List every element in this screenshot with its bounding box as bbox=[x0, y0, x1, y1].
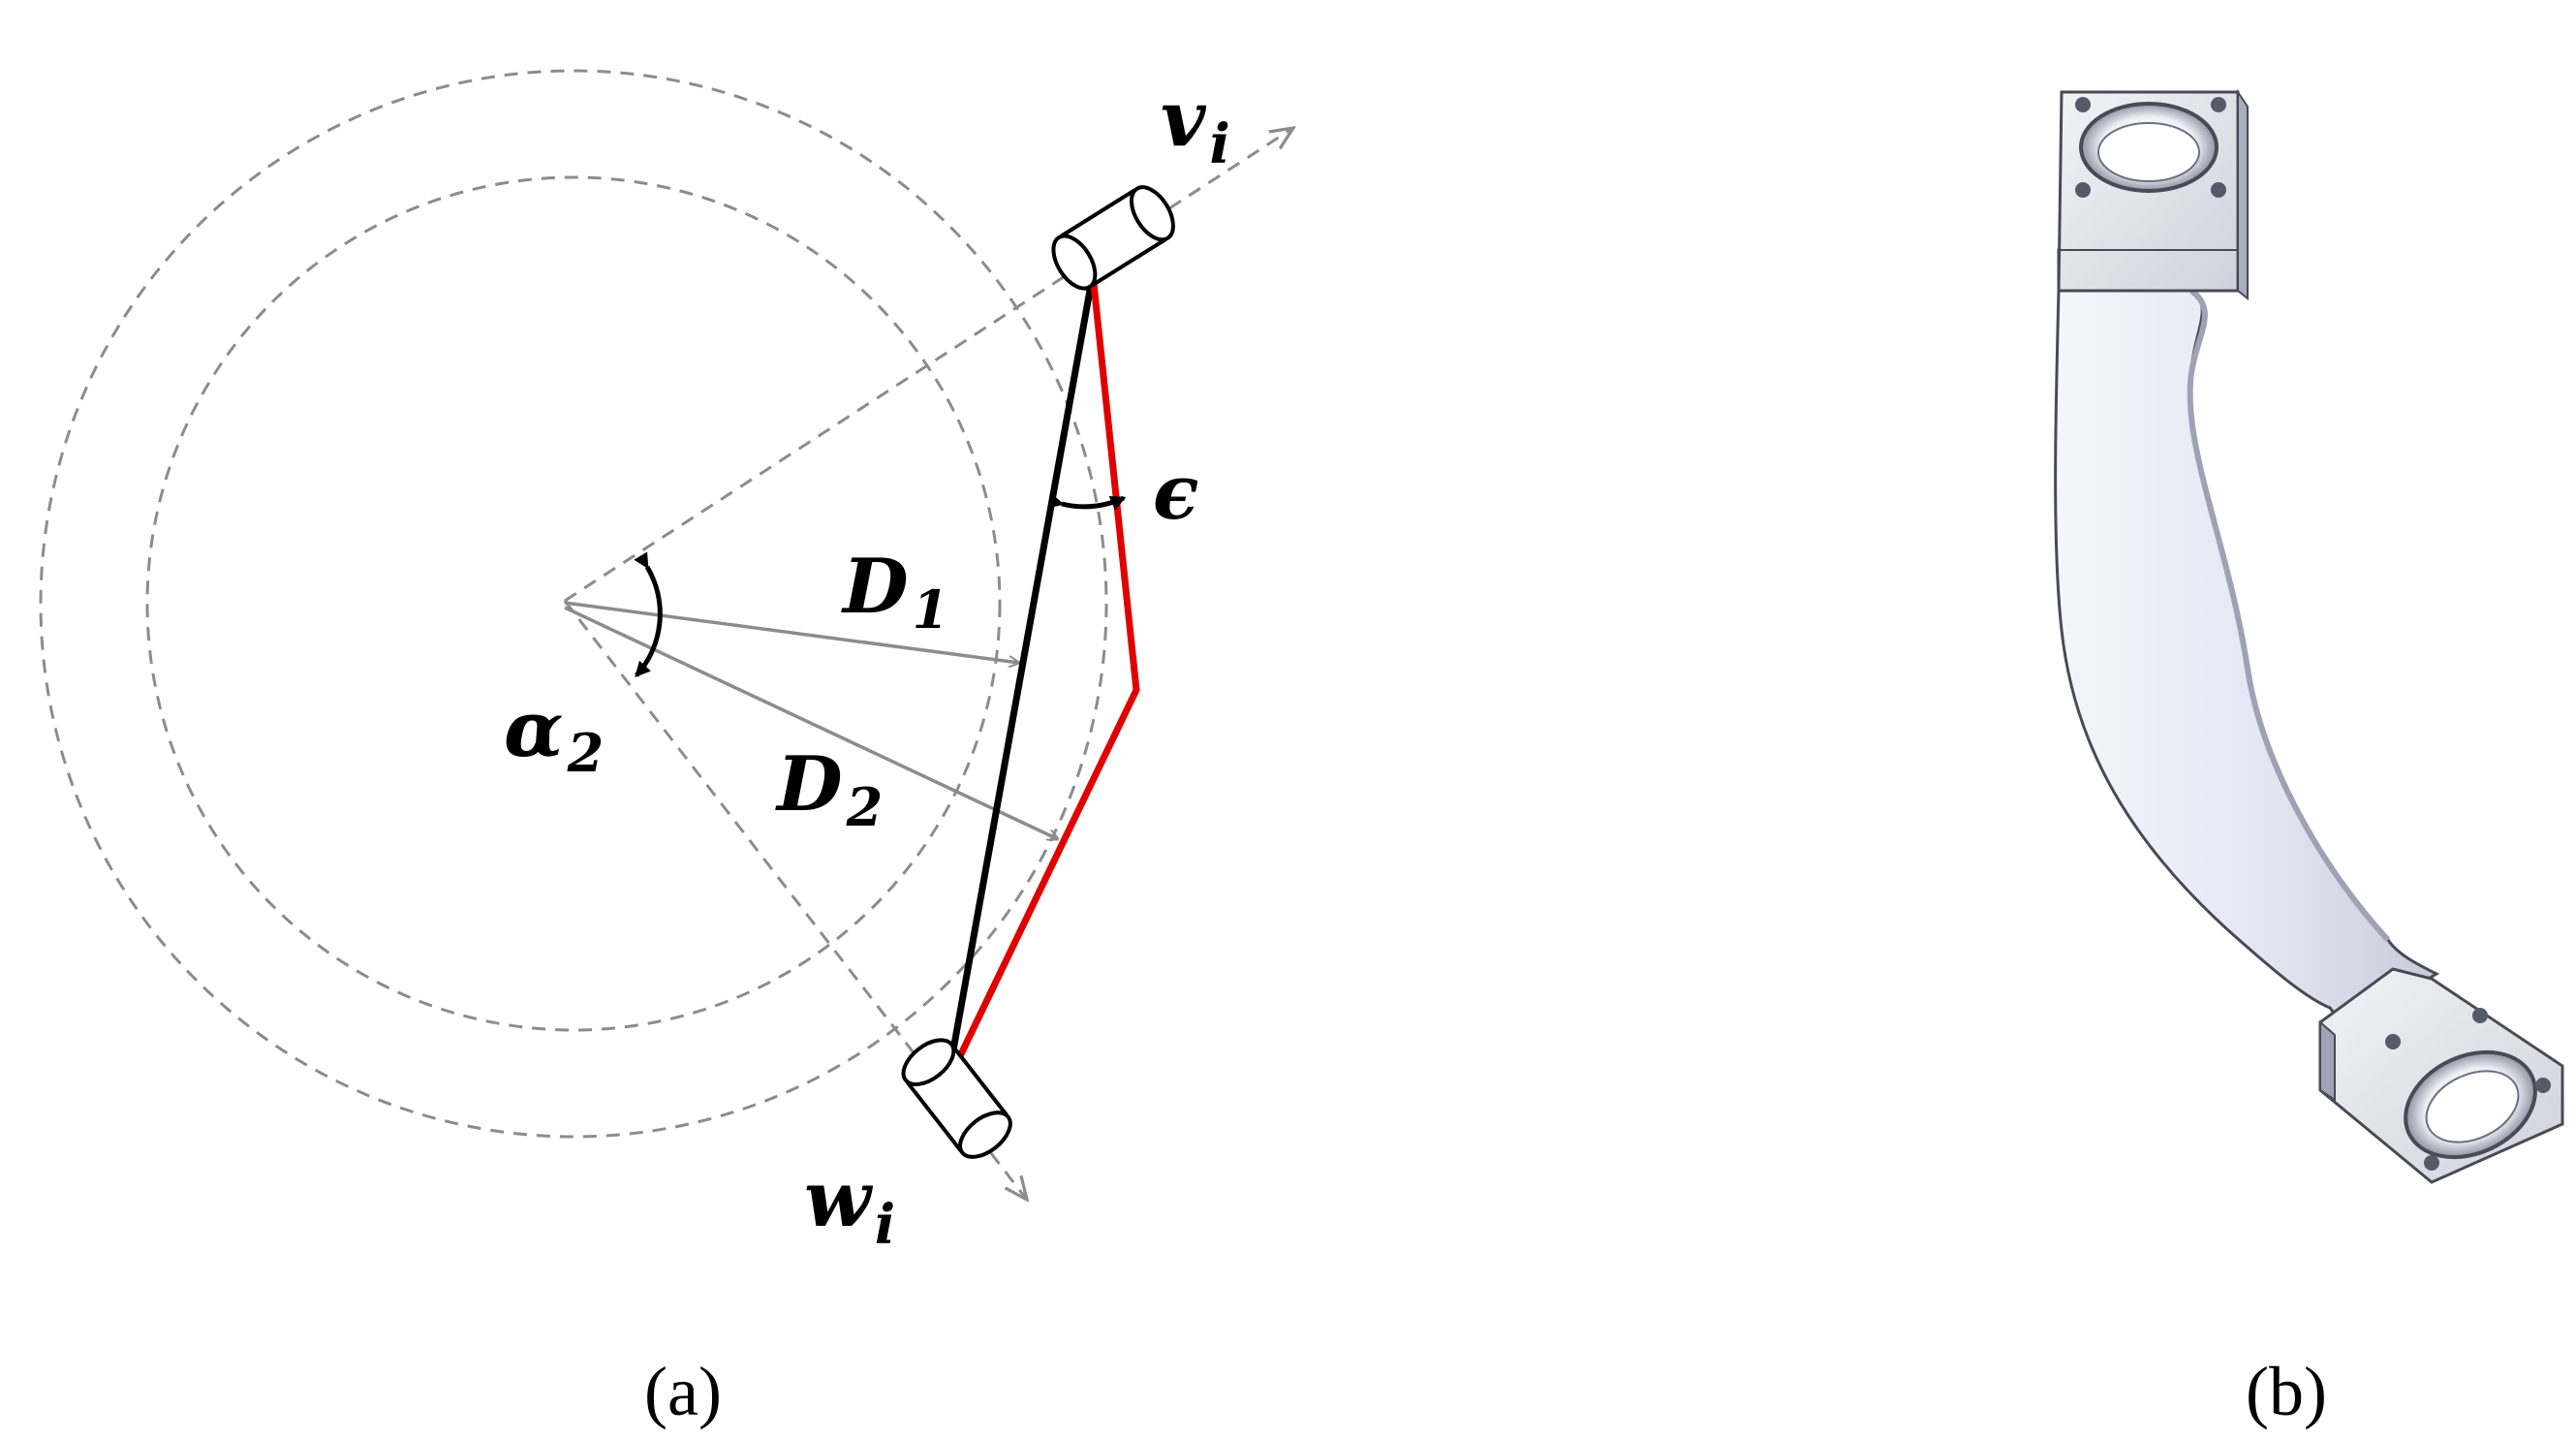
v-axis-label: vi bbox=[1161, 73, 1230, 176]
bolt-hole-icon bbox=[2424, 1155, 2439, 1171]
bolt-hole-icon bbox=[2211, 182, 2226, 198]
alpha-angle-arc bbox=[634, 551, 663, 677]
d1-radius-arrow bbox=[564, 601, 1019, 663]
bolt-hole-icon bbox=[2535, 1078, 2551, 1093]
epsilon-angle-arc bbox=[1047, 493, 1127, 511]
bracket-arm-edge bbox=[2187, 288, 2391, 943]
bolt-hole-icon bbox=[2472, 1008, 2488, 1023]
epsilon-label: ϵ bbox=[1153, 449, 1199, 537]
bottom-flange bbox=[2318, 967, 2564, 1184]
bolt-hole-icon bbox=[2075, 97, 2091, 112]
v-axis-dashed-line bbox=[564, 128, 1293, 603]
panel-a-diagram: vi wi ϵ D1 D2 α2 (a) bbox=[39, 69, 1293, 1430]
alpha-label: α2 bbox=[504, 683, 604, 784]
w-axis-label: wi bbox=[804, 1153, 895, 1257]
bottom-joint-cylinder-icon bbox=[901, 1038, 1012, 1159]
bolt-hole-icon bbox=[2211, 97, 2226, 112]
panel-b-bracket-render: (b) bbox=[2054, 88, 2564, 1430]
bent-link bbox=[944, 273, 1140, 1084]
outer-dashed-circle bbox=[39, 69, 1108, 1139]
inner-dashed-circle bbox=[145, 175, 1002, 1032]
straight-link bbox=[944, 273, 1097, 1083]
top-joint-cylinder-icon bbox=[1051, 185, 1175, 291]
bracket-arm bbox=[2054, 248, 2440, 1029]
panel-b-caption: (b) bbox=[2246, 1353, 2327, 1430]
top-flange bbox=[2057, 88, 2249, 301]
panel-a-caption: (a) bbox=[644, 1353, 722, 1430]
bolt-hole-icon bbox=[2075, 182, 2091, 198]
d2-label: D2 bbox=[775, 740, 883, 838]
d1-label: D1 bbox=[841, 543, 948, 641]
bolt-hole-icon bbox=[2385, 1034, 2401, 1049]
